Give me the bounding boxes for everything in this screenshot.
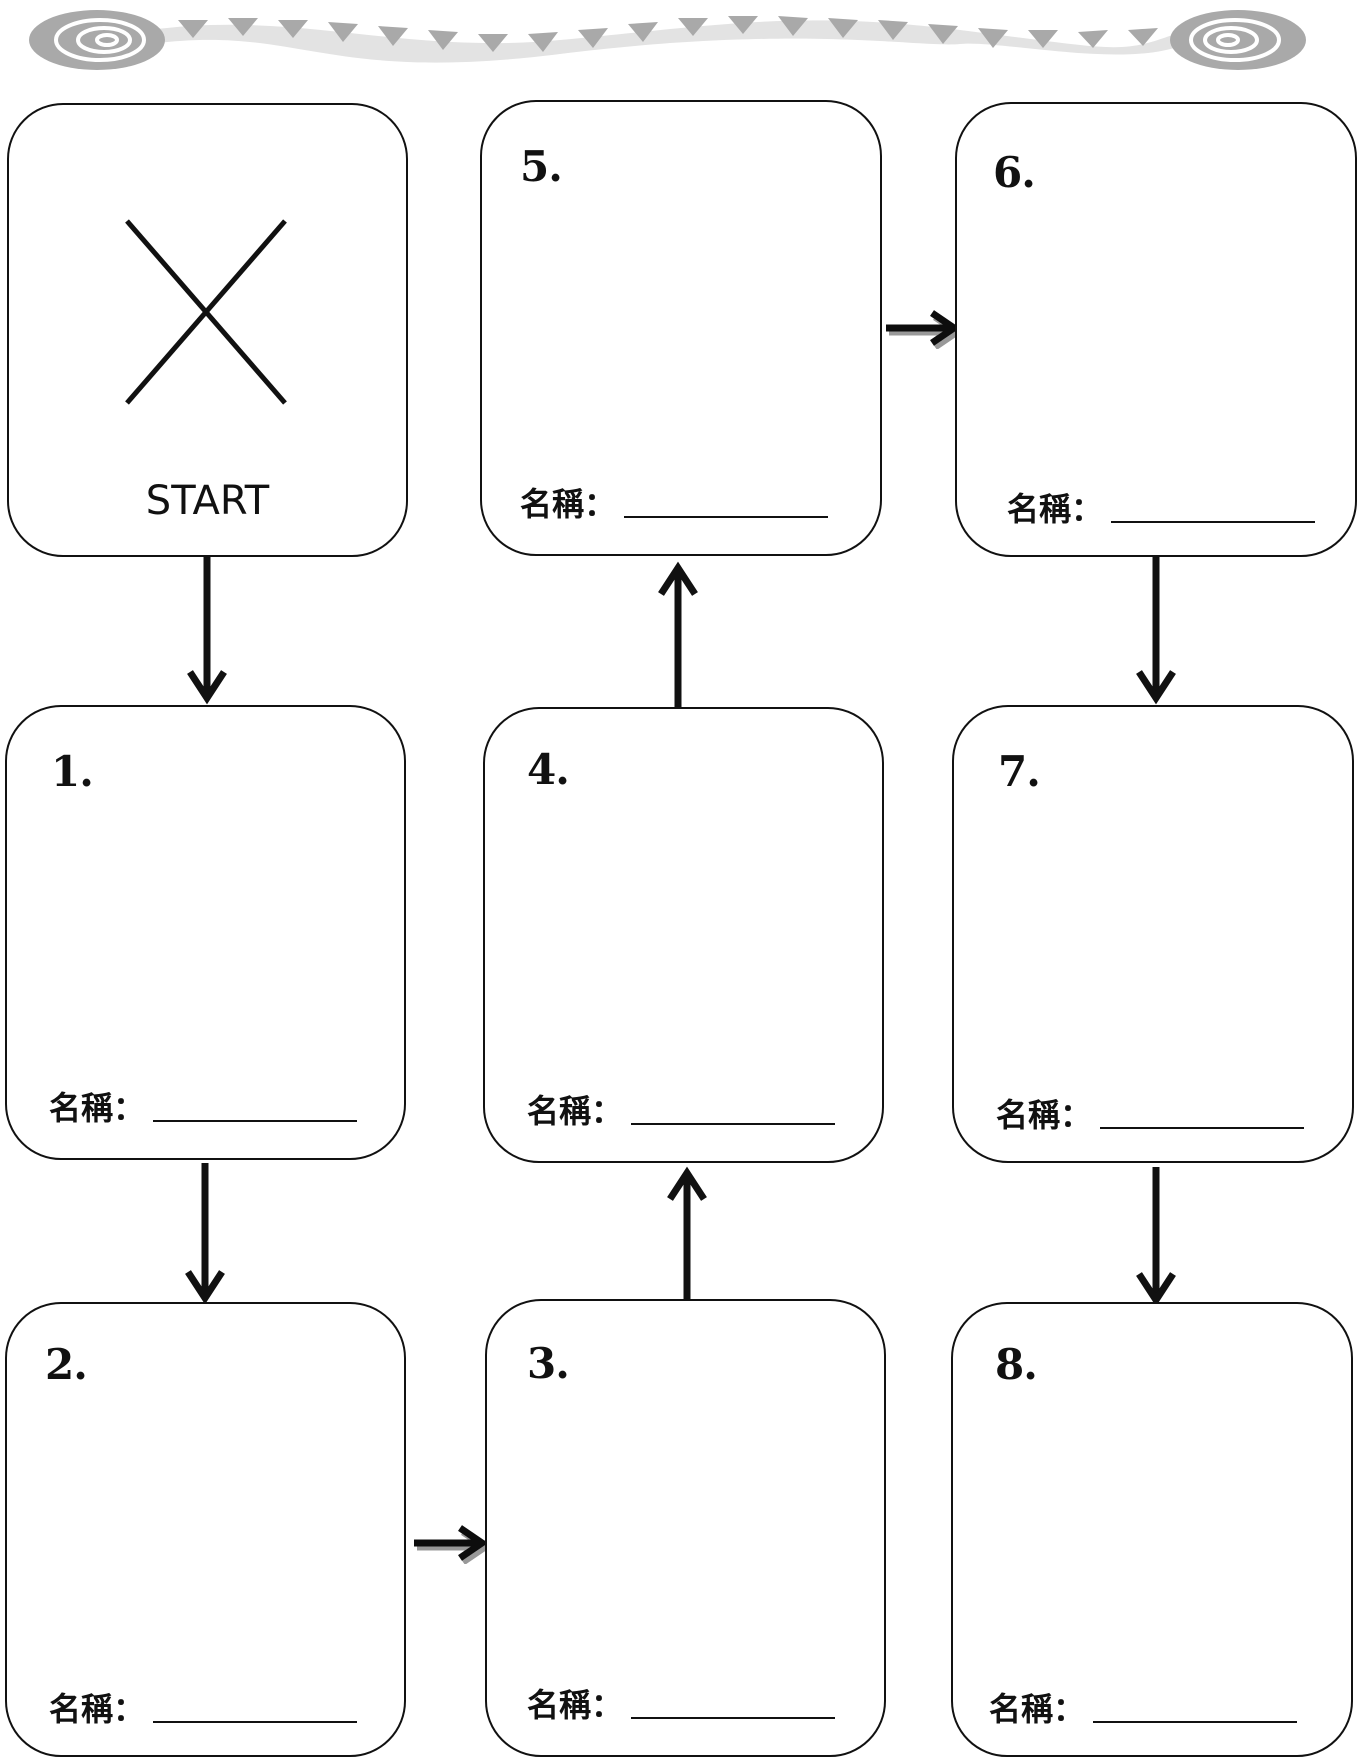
arrow-5-to-6 — [886, 310, 961, 346]
name-field: 名稱： — [989, 1690, 1298, 1728]
step-number: 2. — [45, 1340, 88, 1389]
name-input-line[interactable] — [624, 516, 829, 518]
step-number: 5. — [520, 142, 563, 191]
name-field: 名稱： — [527, 1686, 836, 1724]
decorative-banner — [29, 10, 1306, 70]
name-field: 名稱： — [520, 485, 829, 523]
name-input-line[interactable] — [153, 1721, 358, 1723]
name-field: 名稱： — [49, 1089, 358, 1127]
step-box-3: 3. 名稱： — [485, 1299, 886, 1757]
arrow-7-to-8 — [1136, 1167, 1176, 1307]
name-field: 名稱： — [49, 1690, 358, 1728]
start-label: START — [145, 478, 270, 524]
step-box-4: 4. 名稱： — [483, 707, 884, 1163]
start-box: START — [7, 103, 408, 557]
name-input-line[interactable] — [1100, 1127, 1305, 1129]
name-label: 名稱： — [996, 1096, 1093, 1134]
name-field: 名稱： — [1007, 490, 1316, 528]
step-box-7: 7. 名稱： — [952, 705, 1354, 1163]
arrow-1-to-2 — [185, 1163, 225, 1305]
spiral-icon-right — [1170, 10, 1306, 70]
step-number: 8. — [995, 1340, 1038, 1389]
arrow-6-to-7 — [1136, 557, 1176, 705]
name-label: 名稱： — [527, 1092, 624, 1130]
name-label: 名稱： — [49, 1089, 146, 1127]
name-input-line[interactable] — [631, 1123, 836, 1125]
name-input-line[interactable] — [1093, 1721, 1298, 1723]
step-number: 4. — [527, 745, 570, 794]
name-field: 名稱： — [996, 1096, 1305, 1134]
cross-icon — [125, 219, 287, 405]
step-box-8: 8. 名稱： — [951, 1302, 1353, 1757]
name-label: 名稱： — [1007, 490, 1104, 528]
step-number: 1. — [51, 747, 94, 796]
name-input-line[interactable] — [1111, 521, 1316, 523]
arrow-2-to-3 — [414, 1525, 489, 1561]
name-input-line[interactable] — [153, 1120, 358, 1122]
spiral-icon-left — [29, 10, 165, 70]
banner-triangles — [178, 16, 1158, 52]
arrow-4-to-5 — [658, 561, 698, 707]
name-label: 名稱： — [49, 1690, 146, 1728]
step-number: 6. — [993, 148, 1036, 197]
name-label: 名稱： — [527, 1686, 624, 1724]
banner-ribbon — [150, 20, 1180, 63]
step-box-6: 6. 名稱： — [955, 102, 1357, 557]
step-number: 3. — [527, 1339, 570, 1388]
name-field: 名稱： — [527, 1092, 836, 1130]
name-label: 名稱： — [520, 485, 617, 523]
name-label: 名稱： — [989, 1690, 1086, 1728]
arrow-start-to-1 — [187, 557, 227, 705]
step-box-1: 1. 名稱： — [5, 705, 406, 1160]
arrow-3-to-4 — [667, 1166, 707, 1305]
step-box-2: 2. 名稱： — [5, 1302, 406, 1757]
name-input-line[interactable] — [631, 1717, 836, 1719]
step-box-5: 5. 名稱： — [480, 100, 882, 556]
step-number: 7. — [998, 747, 1041, 796]
